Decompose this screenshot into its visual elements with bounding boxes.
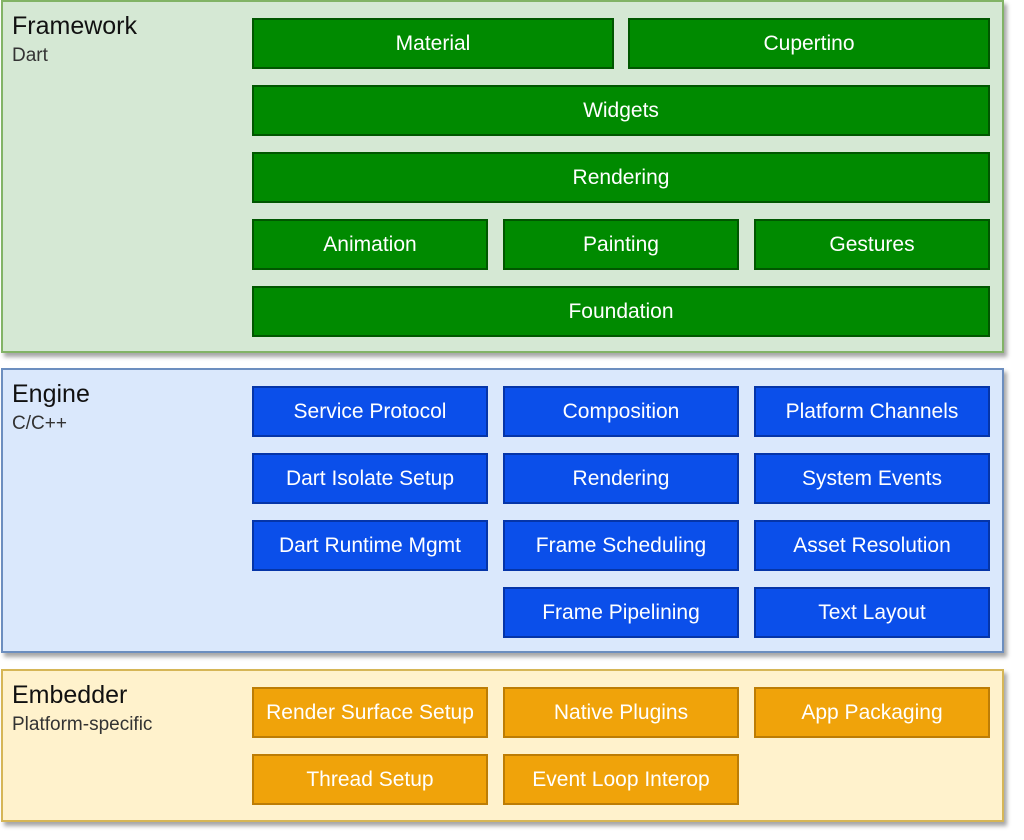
frame-scheduling-box: Frame Scheduling [503, 520, 739, 571]
asset-resolution-box: Asset Resolution [754, 520, 990, 571]
framework-rendering-box: Rendering [252, 152, 990, 203]
composition-box: Composition [503, 386, 739, 437]
frame-pipelining-box: Frame Pipelining [503, 587, 739, 638]
text-layout-box: Text Layout [754, 587, 990, 638]
system-events-box: System Events [754, 453, 990, 504]
gestures-box: Gestures [754, 219, 990, 270]
material-box: Material [252, 18, 614, 69]
embedder-title: Embedder [12, 681, 128, 709]
widgets-box: Widgets [252, 85, 990, 136]
service-protocol-box: Service Protocol [252, 386, 488, 437]
dart-isolate-setup-box: Dart Isolate Setup [252, 453, 488, 504]
framework-subtitle: Dart [12, 45, 48, 66]
event-loop-interop-box: Event Loop Interop [503, 754, 739, 805]
render-surface-setup-box: Render Surface Setup [252, 687, 488, 738]
framework-title: Framework [12, 12, 138, 40]
engine-rendering-box: Rendering [503, 453, 739, 504]
embedder-subtitle: Platform-specific [12, 714, 153, 735]
thread-setup-box: Thread Setup [252, 754, 488, 805]
platform-channels-box: Platform Channels [754, 386, 990, 437]
painting-box: Painting [503, 219, 739, 270]
app-packaging-box: App Packaging [754, 687, 990, 738]
engine-title: Engine [12, 380, 90, 408]
animation-box: Animation [252, 219, 488, 270]
dart-runtime-mgmt-box: Dart Runtime Mgmt [252, 520, 488, 571]
framework-layer: Framework Dart Material Cupertino Widget… [1, 0, 1004, 353]
engine-subtitle: C/C++ [12, 413, 67, 434]
cupertino-box: Cupertino [628, 18, 990, 69]
engine-layer: Engine C/C++ Service Protocol Compositio… [1, 368, 1004, 653]
embedder-layer: Embedder Platform-specific Render Surfac… [1, 669, 1004, 822]
foundation-box: Foundation [252, 286, 990, 337]
native-plugins-box: Native Plugins [503, 687, 739, 738]
